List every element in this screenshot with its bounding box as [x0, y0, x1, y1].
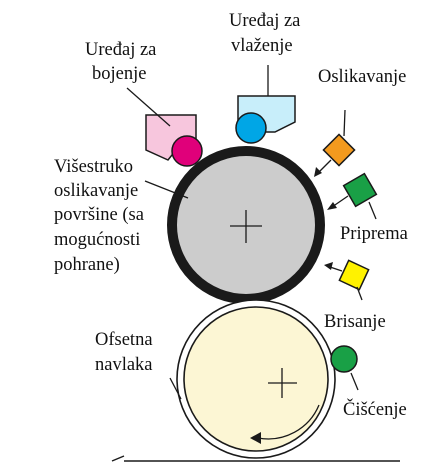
preparation-label: Priprema — [340, 224, 408, 244]
multi-imaging-label-5: pohrane) — [54, 255, 120, 275]
imaging-arrow-shaft — [317, 159, 332, 174]
inking-unit-label-1: Uređaj za — [85, 40, 156, 60]
ink-roller — [171, 135, 203, 167]
inking-unit-leader — [126, 87, 171, 127]
multi-imaging-label-1: Višestruko — [54, 157, 133, 177]
rotation-arrow-arc — [257, 404, 320, 440]
erasing-label: Brisanje — [324, 312, 386, 332]
multi-imaging-label-3: površine (sa — [54, 205, 144, 225]
preparation-arrow-head — [327, 202, 337, 210]
cleaning-leader — [350, 372, 359, 391]
cleaning-roller — [330, 345, 358, 373]
rotation-arrow-head — [250, 432, 261, 444]
erasing-unit — [338, 259, 370, 291]
imaging-label: Oslikavanje — [318, 67, 406, 87]
blanket-leader — [169, 377, 182, 400]
multi-imaging-label-4: mogućnosti — [54, 230, 140, 250]
blanket-label-1: Ofsetna — [95, 330, 153, 350]
erasing-leader — [356, 286, 363, 301]
erasing-arrow-head — [324, 262, 333, 270]
dampening-roller — [235, 112, 267, 144]
imaging-arrow-head — [314, 167, 322, 177]
blanket-cylinder — [183, 306, 329, 452]
imaging-leader — [343, 109, 346, 137]
blanket-label-2: navlaka — [95, 355, 153, 375]
preparation-unit — [342, 172, 378, 208]
paper-feed-arrow-head — [111, 455, 125, 462]
dampening-unit-label-1: Uređaj za — [229, 11, 300, 31]
dampening-unit-label-2: vlaženje — [231, 36, 293, 56]
multi-imaging-label-2: oslikavanje — [54, 181, 138, 201]
multi-imaging-leader — [144, 180, 189, 199]
imaging-unit — [322, 133, 356, 167]
inking-unit-label-2: bojenje — [92, 64, 146, 84]
preparation-leader — [368, 201, 377, 220]
erasing-arrow-shaft — [329, 266, 343, 272]
cleaning-label: Čišćenje — [343, 398, 407, 420]
